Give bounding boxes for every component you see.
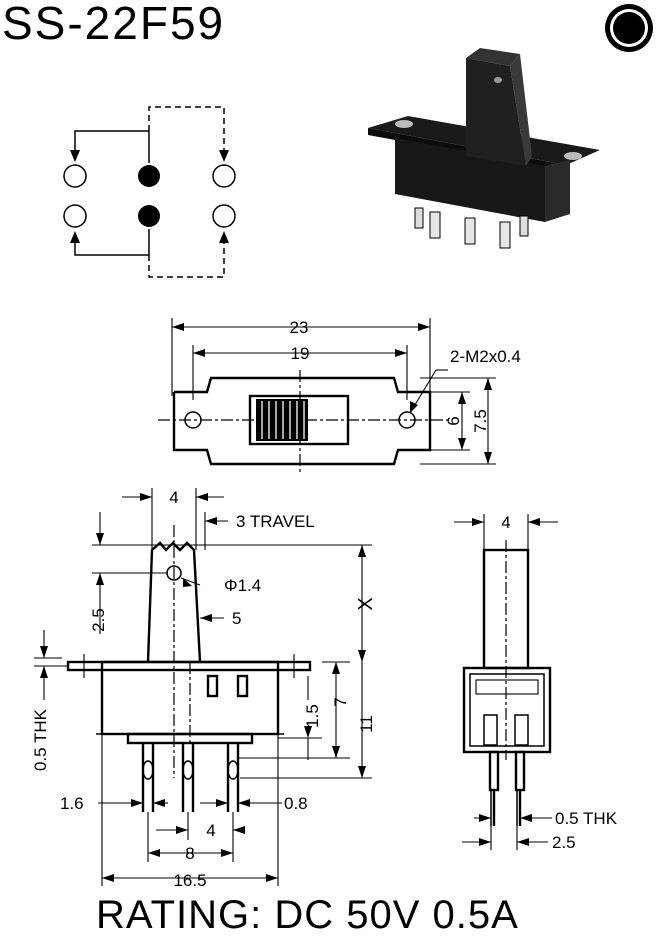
dim-pin-pitch: 4 [206,821,215,840]
dim-overall-length: 23 [290,318,309,337]
dim-travel: 3 TRAVEL [236,512,315,531]
terminal-open-2 [212,164,236,188]
dim-actuator-height: X [355,597,377,610]
dim-outer-pin-spacing: 8 [185,844,194,863]
terminal-common-1 [138,165,160,187]
dim-height-outer: 7.5 [471,409,490,433]
dim-side-width: 4 [501,513,510,532]
front-view: 4 3 TRAVEL Φ1.4 2.5 5 X [31,488,377,890]
top-view: 23 19 2-M2x0.4 6 [158,318,521,474]
rating-label: RATING: DC 50V 0.5A [96,893,519,937]
dim-body-height: 7 [331,697,350,706]
terminal-open-3 [63,204,87,228]
dim-pin-width: 1.6 [60,794,84,813]
product-illustration [368,48,600,249]
dim-plate-thickness: 0.5 THK [31,708,50,771]
circuit-schematic [63,106,236,278]
dim-hole-spacing: 19 [291,344,310,363]
terminal-common-2 [138,205,160,227]
dim-total-height: 11 [357,715,376,733]
dim-body-length: 16.5 [173,871,206,890]
dim-side-pin-spacing: 2.5 [552,833,576,852]
logo-letter: N [618,13,640,46]
dim-upper-body: 1.5 [303,704,322,728]
dim-actuator-gap: 5 [232,609,241,628]
terminal-open-1 [63,164,87,188]
terminal-open-4 [212,204,236,228]
brand-logo: N [605,4,653,52]
dim-height-inner: 6 [444,416,463,425]
dim-mount-holes: 2-M2x0.4 [450,347,521,366]
dim-hole-offset: 2.5 [89,608,108,632]
model-title: SS-22F59 [2,0,226,49]
dim-actuator-width: 4 [169,488,178,507]
dim-pin-thickness: 0.8 [284,794,308,813]
side-view: 4 0.5 THK 2.5 [454,513,618,852]
dim-side-pin-thk: 0.5 THK [555,809,618,828]
dim-hole-diameter: Φ1.4 [224,576,261,595]
